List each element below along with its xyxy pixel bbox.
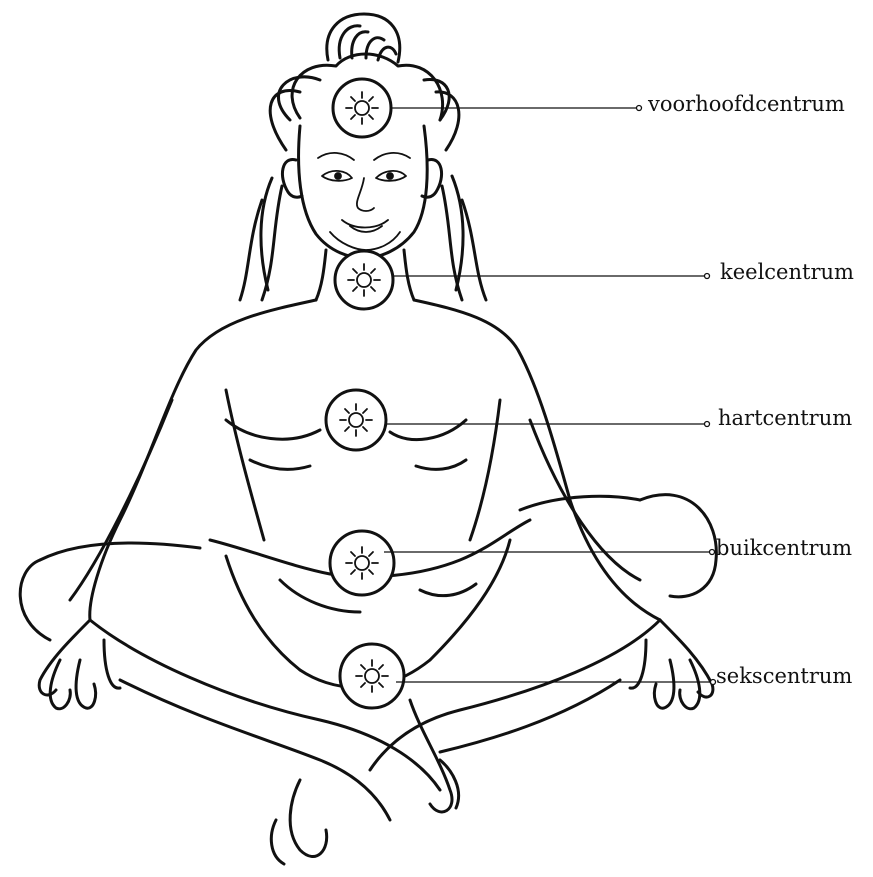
label-sex-center: sekscentrum [716, 666, 852, 687]
label-forehead-center: voorhoofdcentrum [648, 94, 845, 115]
face [282, 126, 441, 258]
leader-lines [384, 106, 716, 685]
chakra-forehead [333, 79, 391, 137]
chakra-sex [340, 644, 404, 708]
chakra-heart [326, 390, 386, 450]
face-features [318, 153, 410, 250]
label-belly-center: buikcentrum [716, 538, 852, 559]
label-throat-center: keelcentrum [720, 262, 854, 283]
chakra-belly [330, 531, 394, 595]
label-heart-center: hartcentrum [718, 408, 852, 429]
chakra-throat [335, 251, 393, 309]
